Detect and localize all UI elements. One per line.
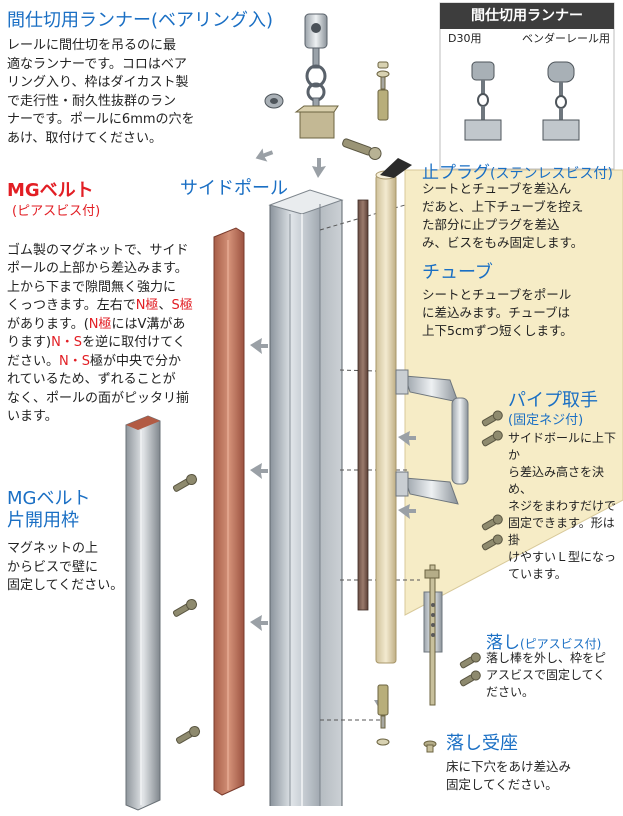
mg-belt-illustration	[213, 227, 245, 796]
mg-belt-description: ゴム製のマグネットで、サイド ポールの上部から差込みます。 上から下まで隙間無く…	[7, 242, 193, 425]
tube-title: チューブ	[422, 262, 493, 283]
drop-receiver-description: 床に下穴をあけ差込み 固定してください。	[446, 759, 572, 792]
side-pole-label: サイドポール	[180, 178, 288, 199]
pipe-handle-title: パイプ取手	[508, 390, 598, 411]
pipe-handle-illustration	[395, 369, 469, 505]
drop-bolt-title: 落し	[486, 633, 520, 653]
sheet-rod-illustration	[375, 158, 412, 664]
drop-receiver-icon	[423, 740, 437, 753]
runner-screws	[377, 61, 389, 69]
tube-description: シートとチューブをポール に差込みます。チューブは 上下5cmずつ短くします。	[422, 287, 573, 338]
runner-illustration	[264, 13, 382, 160]
drop-bolt-screws	[459, 652, 481, 687]
mg-frame-description: マグネットの上 からビスで壁に 固定してください。	[7, 541, 124, 593]
pipe-handle-subtitle: (固定ネジ付)	[508, 413, 584, 428]
side-pole-illustration	[268, 189, 344, 806]
inset-label-d30: D30用	[448, 32, 482, 45]
mg-belt-subtitle: (ピアスビス付)	[12, 204, 101, 219]
pipe-handle-description: サイドボールに上下か ら差込み高さを決め、 ネジをまわすだけで 固定できます。形…	[508, 431, 617, 581]
inset-runner-bender-image	[542, 61, 580, 141]
handle-screws	[481, 410, 503, 551]
inset-runner-d30-image	[464, 61, 502, 141]
stop-plug-title: 止プラグ	[422, 163, 490, 183]
inset-title: 間仕切用ランナー	[440, 3, 614, 29]
tube-illustration	[357, 199, 369, 611]
curtain-sheet	[404, 169, 623, 616]
runner-description: レールに間仕切を吊るのに最 適なランナーです。コロはベア リング入り、枠はダイカ…	[7, 38, 195, 146]
mg-frame-title: MGベルト 片開用枠	[7, 488, 91, 531]
frame-screws	[172, 474, 201, 744]
inset-label-bender: ベンダーレール用	[522, 32, 610, 45]
runner-title: 間仕切用ランナー(ベアリング入)	[7, 10, 274, 31]
drop-bolt-heading: 落し(ピアスビス付)	[486, 628, 601, 653]
stop-plugs	[376, 70, 390, 746]
stop-plug-description: シートとチューブを差込ん だあと、上下チューブを控え た部分に止プラグを差込 み…	[422, 181, 584, 250]
stop-plug-suffix: (ステンレスビス付)	[490, 166, 613, 182]
drop-receiver-title: 落し受座	[446, 733, 518, 754]
inset-panel	[439, 2, 615, 170]
stop-plug-heading: 止プラグ(ステンレスビス付)	[422, 158, 613, 183]
drop-bolt-illustration	[423, 564, 443, 706]
mg-belt-title: MGベルト	[7, 180, 94, 201]
mg-frame-illustration	[125, 415, 161, 811]
drop-bolt-description: 落し棒を外し、枠をピ アスビスで固定してく ださい。	[486, 651, 607, 699]
drop-bolt-suffix: (ピアスビス付)	[520, 637, 602, 651]
